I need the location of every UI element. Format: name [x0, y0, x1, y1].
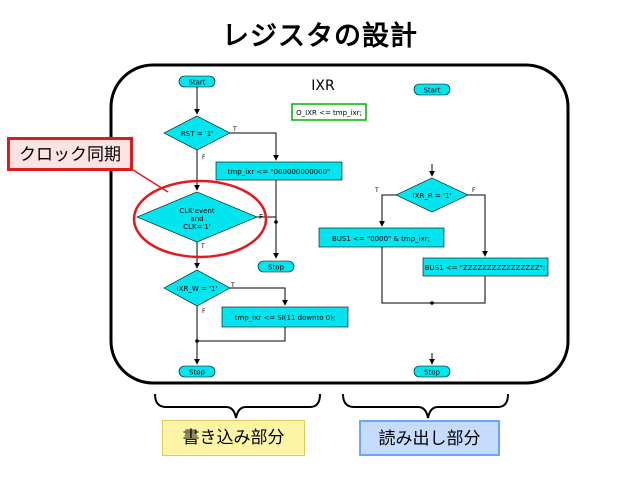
output-assign-box	[291, 103, 367, 121]
write-assign-text: tmp_ixr <= SI(11 downto 0);	[235, 314, 336, 322]
start-terminal-label: Start	[188, 79, 205, 87]
bus-z-assign-text: BUS1 <= "ZZZZZZZZZZZZZZZZ";	[425, 264, 546, 272]
write-false-label: F	[202, 308, 206, 315]
clock-true-label: T	[200, 243, 205, 250]
stop-terminal	[178, 365, 216, 378]
write-part-label: 書き込み部分	[162, 420, 305, 456]
junction-dot	[430, 301, 434, 305]
connector	[379, 194, 396, 227]
stop-terminal-label: Stop	[189, 369, 205, 377]
clock-callout-pointer	[132, 169, 169, 193]
reset-assign-text: tmp_ixr <= "000000000000"	[228, 168, 331, 176]
connector	[197, 327, 286, 342]
read-flow: O_IXR <= tmp_ixr; Start IXR_R = '1' T F …	[291, 83, 549, 378]
reset-decision-label: RST = '1'	[181, 130, 213, 138]
connector	[468, 194, 488, 257]
output-assign-text: O_IXR <= tmp_ixr;	[296, 109, 362, 117]
read-stop-terminal-label: Stop	[424, 369, 440, 377]
mid-stop-terminal	[257, 260, 295, 273]
write-true-label: T	[230, 282, 235, 289]
read-true-label: T	[374, 187, 379, 194]
bus-assign-text: BUS1 <= "0000" & tmp_ixr;	[332, 235, 430, 243]
connector	[381, 247, 432, 304]
read-decision	[395, 177, 469, 213]
write-decision-label: IXR_W = '1'	[177, 285, 218, 293]
clock-decision-label-3: CLK='1'	[183, 223, 211, 231]
read-part-brace	[342, 393, 509, 419]
write-part-brace	[154, 393, 321, 419]
clock-decision-label-2: and	[190, 215, 203, 223]
connector	[230, 132, 279, 161]
clock-decision-label-1: CLK'event	[179, 207, 214, 215]
read-start-terminal	[413, 83, 451, 96]
reset-true-label: T	[232, 126, 237, 133]
write-flow: Start RST = '1' T F tmp_ixr <= "00000000…	[136, 75, 349, 378]
read-start-terminal-label: Start	[423, 87, 440, 95]
mid-stop-terminal-label: Stop	[268, 264, 284, 272]
read-stop-terminal	[413, 365, 451, 378]
read-part-label: 読み出し部分	[359, 420, 500, 456]
connector	[230, 287, 288, 306]
junction-dot	[274, 220, 278, 224]
connector	[432, 276, 486, 304]
reset-assign-box	[215, 161, 343, 181]
read-false-label: F	[472, 187, 476, 194]
clock-sync-callout: クロック同期	[7, 137, 133, 171]
reset-false-label: F	[202, 154, 206, 161]
slide-title: レジスタの設計	[222, 21, 418, 52]
read-decision-label: IXR_R = '1'	[413, 192, 452, 200]
block-title: IXR	[311, 78, 335, 94]
clock-sync-ellipse	[132, 179, 268, 259]
